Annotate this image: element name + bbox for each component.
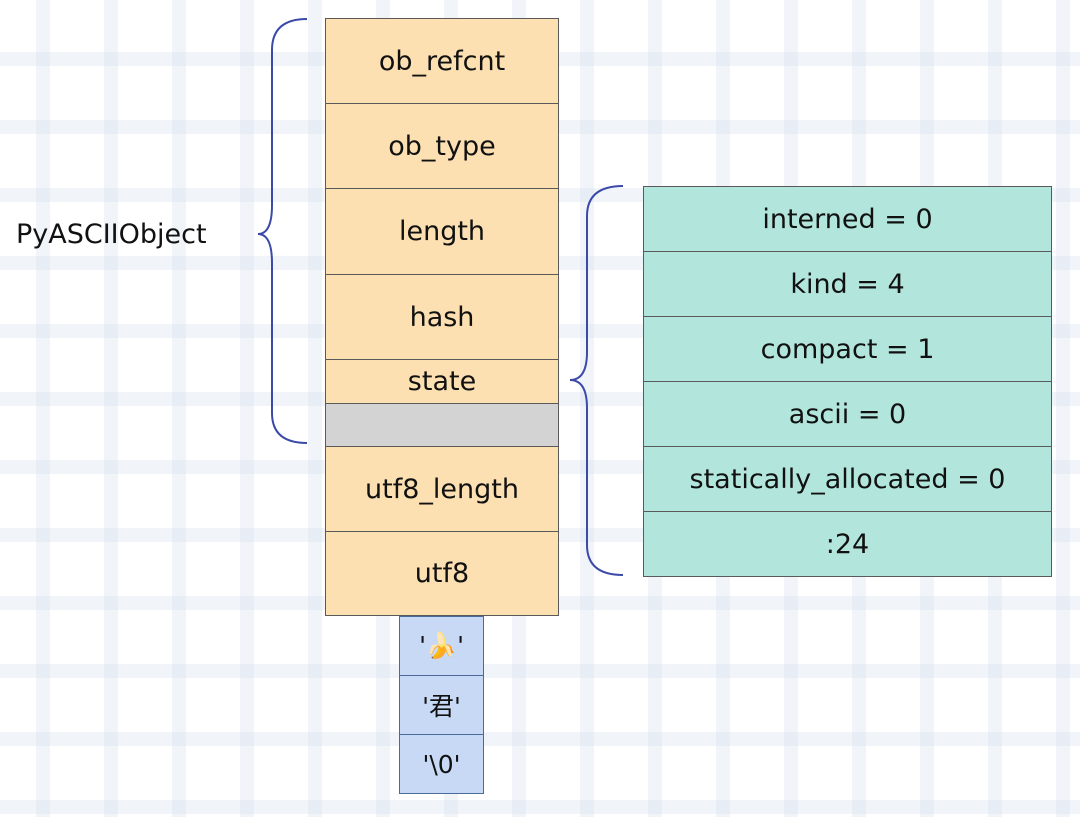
field-ob-refcnt: ob_refcnt [325,18,559,104]
char-array-item-null-terminator: '\0' [399,734,484,794]
object-type-label: PyASCIIObject [16,218,207,250]
state-bit-reserved: :24 [643,511,1052,577]
state-bit-interned: interned = 0 [643,186,1052,252]
state-bit-compact: compact = 1 [643,316,1052,382]
char-array-item-banana: '🍌' [399,616,484,676]
field-utf8-length: utf8_length [325,446,559,532]
right-brace-icon [569,185,624,576]
left-brace-icon [257,18,308,444]
state-bit-kind: kind = 4 [643,251,1052,317]
char-array-item-jun: '君' [399,675,484,735]
banana-icon: '🍌' [419,631,464,660]
field-length: length [325,188,559,275]
field-utf8: utf8 [325,531,559,616]
field-state: state [325,359,559,404]
field-ob-type: ob_type [325,103,559,189]
state-bit-ascii: ascii = 0 [643,381,1052,447]
